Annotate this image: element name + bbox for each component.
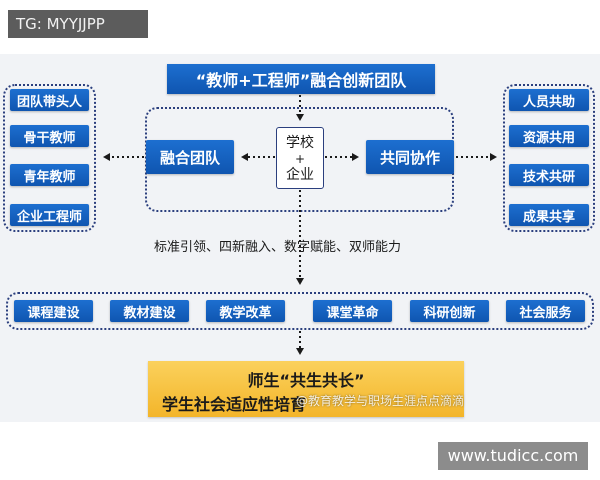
row-item-0: 课程建设 — [14, 300, 93, 322]
right-item-3: 成果共享 — [509, 204, 589, 226]
left-item-1: 骨干教师 — [10, 125, 89, 147]
tasks-row-group — [6, 292, 594, 330]
right-collab-group — [503, 84, 595, 232]
tag-label: TG: MYYJJPP — [8, 10, 148, 38]
left-hub: 融合团队 — [146, 140, 234, 174]
row-item-2: 教学改革 — [206, 300, 285, 322]
row-item-4: 科研创新 — [410, 300, 489, 322]
row-item-1: 教材建设 — [110, 300, 189, 322]
center-line1: 学校 — [286, 135, 314, 151]
diagram-title: “教师+工程师”融合创新团队 — [167, 64, 435, 94]
outcome-line2: 学生社会适应性培育 — [162, 395, 307, 414]
row-item-5: 社会服务 — [506, 300, 585, 322]
watermark: @教育教学与职场生涯点点滴滴 — [296, 394, 465, 408]
right-item-0: 人员共助 — [509, 89, 589, 111]
right-item-1: 资源共用 — [509, 125, 589, 147]
left-item-2: 青年教师 — [10, 164, 89, 186]
outcome-box: 师生“共生共长” 学生社会适应性培育 — [148, 361, 464, 417]
right-item-2: 技术共研 — [509, 164, 589, 186]
site-label: www.tudicc.com — [438, 442, 588, 470]
outcome-line1: 师生“共生共长” — [247, 371, 365, 390]
right-hub: 共同协作 — [366, 140, 454, 174]
center-line2: 企业 — [286, 167, 314, 183]
school-enterprise-box: 学校 + 企业 — [276, 127, 324, 189]
left-item-3: 企业工程师 — [10, 204, 89, 226]
center-plus: + — [294, 152, 306, 166]
left-item-0: 团队带头人 — [10, 89, 89, 111]
middle-principles-text: 标准引领、四新融入、数字赋能、双师能力 — [154, 240, 402, 255]
left-members-group — [3, 84, 96, 232]
row-item-3: 课堂革命 — [313, 300, 392, 322]
